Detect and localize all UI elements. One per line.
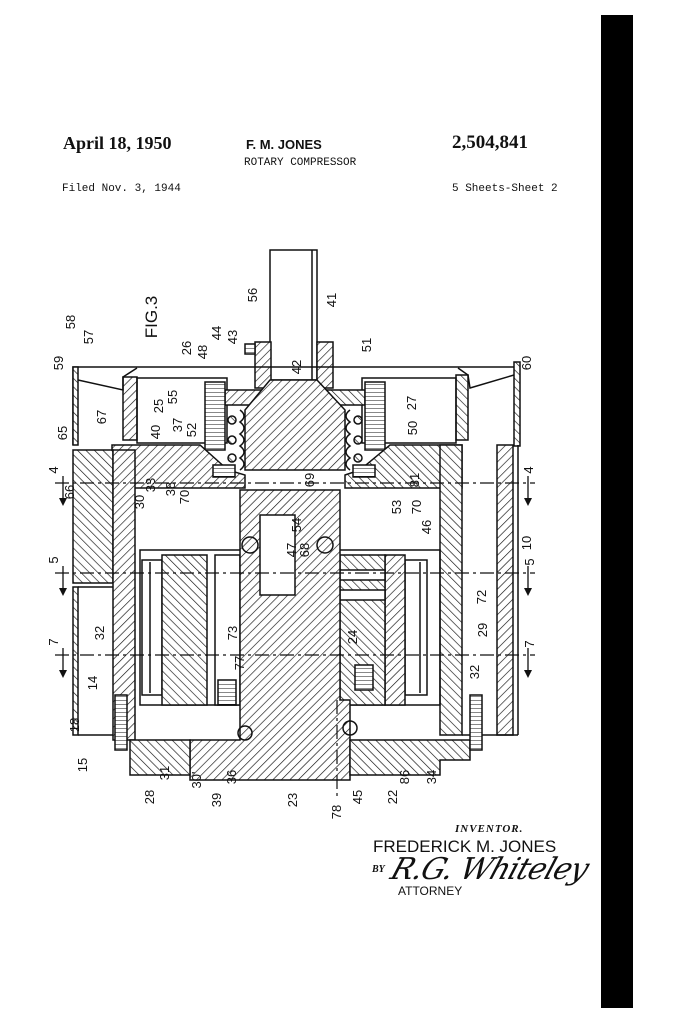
ref-numeral: 25: [151, 399, 166, 413]
compressor-section: [55, 249, 535, 800]
ref-numeral: 65: [55, 426, 70, 440]
ref-numeral: 32: [467, 665, 482, 679]
ref-numeral: 15: [75, 758, 90, 772]
section-marker: 4: [521, 466, 536, 473]
ref-numeral: 46: [419, 520, 434, 534]
ref-numeral: 28: [142, 790, 157, 804]
shaft: [269, 249, 318, 381]
by-label: BY: [372, 864, 385, 875]
ref-numeral: 86: [397, 770, 412, 784]
ref-numeral: 24: [345, 630, 360, 644]
ref-numeral: 29: [475, 623, 490, 637]
ref-numeral: 18: [67, 718, 82, 732]
ref-numeral: 77: [232, 656, 247, 670]
inventor-name: FREDERICK M. JONES: [373, 837, 557, 856]
ref-numeral: 50: [405, 421, 420, 435]
section-marker: 7: [46, 638, 61, 645]
ref-numeral: 51: [359, 338, 374, 352]
ref-numeral: 55: [165, 390, 180, 404]
ref-numeral: 78: [329, 805, 344, 819]
ref-numeral: 57: [81, 330, 96, 344]
scan-edge-bar: [601, 15, 633, 1008]
ref-numeral: 10: [519, 536, 534, 550]
ref-numeral: 59: [51, 356, 66, 370]
section-marker: 5: [522, 558, 537, 565]
ref-numeral: 22: [385, 790, 400, 804]
ref-numeral: 68: [297, 543, 312, 557]
ref-numeral: 73: [225, 626, 240, 640]
ref-numeral: 69: [302, 473, 317, 487]
reference-numerals: FIG.3 58 57 59 65 66 4 67 26 48 44 43 56…: [46, 288, 537, 819]
ref-numeral: 70: [409, 500, 424, 514]
ref-numeral: 32: [92, 626, 107, 640]
ref-numeral: 47: [284, 543, 299, 557]
patent-number: 2,504,841: [452, 132, 528, 153]
ref-numeral: 81: [407, 473, 422, 487]
ref-numeral: 30: [132, 495, 147, 509]
ref-numeral: 56: [245, 288, 260, 302]
ref-numeral: 33: [143, 478, 158, 492]
ref-numeral: 40: [148, 425, 163, 439]
ref-numeral: 42: [289, 360, 304, 374]
ref-numeral: 45: [350, 790, 365, 804]
ref-numeral: 38: [163, 482, 178, 496]
ref-numeral: 60: [519, 356, 534, 370]
attorney-signature: R.G. Whiteley: [386, 852, 593, 887]
ref-numeral: 31: [157, 766, 172, 780]
inventor-short-name: F. M. JONES: [246, 137, 322, 152]
ref-numeral: 30': [189, 772, 204, 789]
ref-numeral: 66: [62, 485, 77, 499]
patent-date: April 18, 1950: [63, 133, 172, 153]
ref-numeral: 58: [63, 315, 78, 329]
figure-label: FIG.3: [142, 296, 161, 339]
ref-numeral: 70: [177, 490, 192, 504]
ref-numeral: 67: [94, 410, 109, 424]
ref-numeral: 41: [324, 293, 339, 307]
ref-numeral: 34: [424, 770, 439, 784]
ref-numeral: 14: [85, 676, 100, 690]
section-marker: 5: [46, 556, 61, 563]
ref-numeral: 39: [209, 793, 224, 807]
inventor-label: INVENTOR.: [455, 823, 524, 835]
ref-numeral: 44: [209, 326, 224, 340]
section-marker: 4: [46, 466, 61, 473]
ref-numeral: 43: [225, 330, 240, 344]
ref-numeral: 27: [404, 396, 419, 410]
patent-title: ROTARY COMPRESSOR: [244, 157, 357, 169]
ref-numeral: 26: [179, 341, 194, 355]
ref-numeral: 72: [474, 590, 489, 604]
ref-numeral: 52: [184, 423, 199, 437]
ref-numeral: 53: [389, 500, 404, 514]
section-marker: 7: [522, 640, 537, 647]
ref-numeral: 48: [195, 345, 210, 359]
ref-numeral: 36: [224, 770, 239, 784]
ref-numeral: 23: [285, 793, 300, 807]
ref-numeral: 54: [289, 518, 304, 532]
attorney-label: ATTORNEY: [398, 884, 463, 898]
ref-numeral: 37: [170, 418, 185, 432]
filed-date: Filed Nov. 3, 1944: [62, 183, 181, 195]
sheet-count: 5 Sheets-Sheet 2: [452, 183, 558, 195]
